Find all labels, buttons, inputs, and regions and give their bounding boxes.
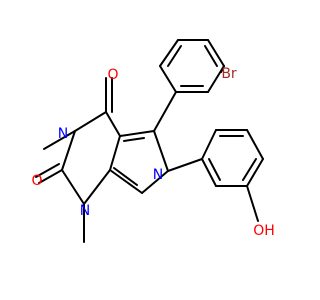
hydroxyphenyl-ring bbox=[201, 129, 264, 187]
bond bbox=[204, 45, 218, 67]
bond bbox=[201, 158, 217, 187]
bond bbox=[167, 45, 182, 67]
bond bbox=[246, 158, 264, 187]
bond bbox=[242, 158, 257, 181]
bond bbox=[159, 39, 179, 67]
hydroxyl-label: OH bbox=[253, 223, 275, 239]
bond bbox=[109, 135, 121, 171]
bond bbox=[61, 169, 85, 205]
bond bbox=[119, 130, 155, 137]
bond bbox=[113, 167, 138, 186]
bond bbox=[141, 170, 169, 194]
bond bbox=[153, 91, 177, 132]
bromophenyl-ring bbox=[159, 39, 225, 93]
bond bbox=[207, 39, 225, 67]
bond bbox=[201, 129, 217, 160]
pyrrole-nitrogen-label: N bbox=[153, 167, 163, 183]
bond bbox=[109, 169, 143, 194]
molecule-structure: Br O O N N N OH bbox=[31, 39, 275, 243]
nitrogen-bottom-label: N bbox=[80, 203, 90, 219]
molecule-canvas: Br O O N N N OH bbox=[31, 39, 275, 243]
carbonyl-oxygen-left-label: O bbox=[31, 173, 42, 189]
bond bbox=[220, 65, 225, 73]
bond bbox=[208, 158, 221, 181]
carbonyl-oxygen-top-label: O bbox=[107, 67, 118, 83]
bond bbox=[35, 163, 60, 178]
bond bbox=[105, 111, 121, 137]
bond bbox=[246, 129, 264, 160]
bromine-label: Br bbox=[221, 66, 237, 82]
bond bbox=[246, 185, 259, 222]
bond bbox=[159, 65, 177, 93]
bond bbox=[153, 130, 169, 172]
bond bbox=[61, 130, 76, 171]
bond bbox=[74, 111, 107, 132]
fused-core bbox=[61, 111, 169, 205]
bond bbox=[83, 169, 111, 205]
nitrogen-top-label: N bbox=[58, 126, 68, 142]
bond bbox=[123, 137, 145, 142]
bond bbox=[167, 158, 203, 172]
bond bbox=[38, 169, 63, 184]
bond bbox=[43, 130, 76, 150]
